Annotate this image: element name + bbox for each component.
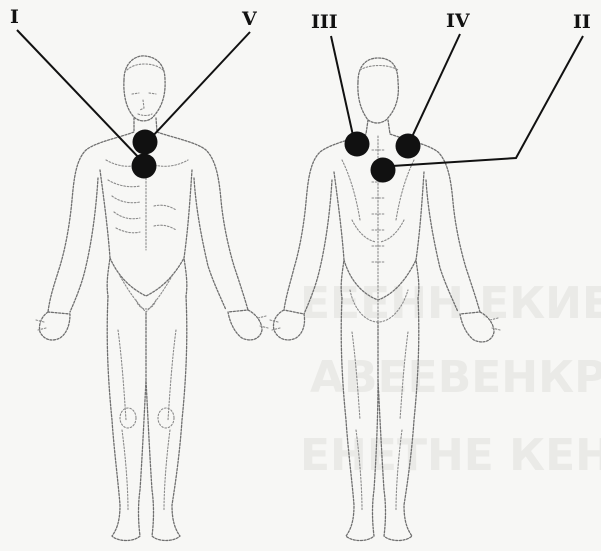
point-marker-IV — [396, 134, 421, 159]
point-label-I: I — [10, 6, 19, 28]
front-head — [124, 56, 165, 121]
point-label-III: III — [311, 11, 338, 33]
point-marker-V — [133, 130, 158, 155]
svg-text:ЕНЕТНЕ КЕНЕКОТ: ЕНЕТНЕ КЕНЕКОТ — [300, 430, 601, 481]
bleed-through-texture: ЕЕЕНН ЕКИЕНН АВЕЕВЕНКРЕНВЕ ЕНЕТНЕ КЕНЕКО… — [300, 278, 601, 481]
point-label-II: II — [573, 11, 591, 33]
front-legs — [107, 296, 187, 541]
front-left-hand — [39, 312, 70, 340]
leader-line-I — [17, 30, 141, 160]
front-right-hand — [228, 310, 262, 340]
leader-lines — [17, 30, 583, 166]
svg-text:ЕЕЕНН ЕКИЕНН: ЕЕЕНН ЕКИЕНН — [300, 278, 601, 329]
leader-line-II — [392, 36, 583, 166]
point-label-V: V — [241, 8, 258, 30]
svg-text:АВЕЕВЕНКРЕНВЕ: АВЕЕВЕНКРЕНВЕ — [310, 352, 601, 403]
front-figure — [36, 56, 268, 541]
back-legs — [341, 298, 419, 541]
point-labels: I V III IV II — [10, 6, 591, 33]
point-marker-II — [371, 158, 396, 183]
point-marker-I — [132, 154, 157, 179]
point-label-IV: IV — [446, 10, 471, 32]
leader-line-III — [331, 36, 354, 140]
point-marker-III — [345, 132, 370, 157]
leader-line-IV — [411, 34, 460, 139]
